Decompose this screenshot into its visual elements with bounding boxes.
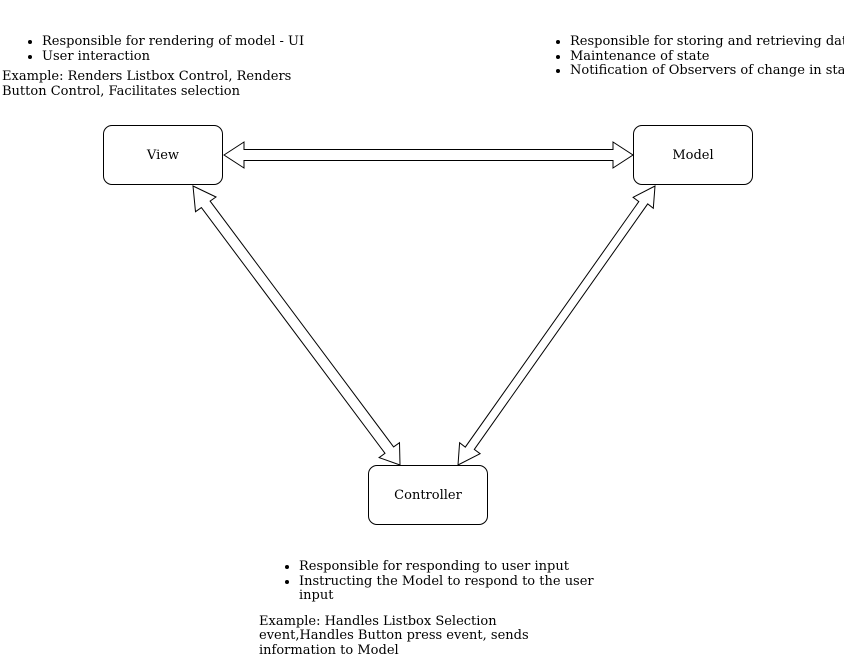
model-bullet: Notification of Observers of change in s…: [570, 63, 844, 79]
view-bullet: User interaction: [42, 49, 337, 65]
controller-responsibilities: Responsible for responding to user input…: [259, 559, 594, 604]
view-responsibilities: Responsible for rendering of model - UI …: [2, 34, 337, 65]
model-responsibilities: Responsible for storing and retrieving d…: [530, 34, 844, 79]
view-example: Example: Renders Listbox Control, Render…: [2, 69, 292, 99]
view-bullet: Responsible for rendering of model - UI: [42, 34, 337, 50]
arrow-model-controller: [457, 185, 656, 466]
view-node-label: View: [146, 147, 180, 163]
controller-node[interactable]: Controller: [368, 465, 488, 525]
model-bullet: Responsible for storing and retrieving d…: [570, 34, 844, 50]
view-node[interactable]: View: [103, 125, 223, 185]
arrow-view-model: [223, 141, 634, 169]
model-node-label: Model: [672, 147, 714, 163]
controller-example: Example: Handles Listbox Selection event…: [259, 613, 529, 658]
controller-bullet: Responsible for responding to user input: [299, 559, 594, 575]
model-node[interactable]: Model: [633, 125, 753, 185]
model-note: Responsible for storing and retrieving d…: [530, 34, 844, 79]
controller-note: Responsible for responding to user input…: [259, 559, 594, 658]
controller-bullet: Instructing the Model to respond to the …: [299, 574, 594, 604]
arrow-view-controller: [192, 185, 401, 466]
model-bullet: Maintenance of state: [570, 49, 844, 65]
view-note: Responsible for rendering of model - UI …: [2, 34, 337, 99]
controller-node-label: Controller: [394, 487, 462, 503]
